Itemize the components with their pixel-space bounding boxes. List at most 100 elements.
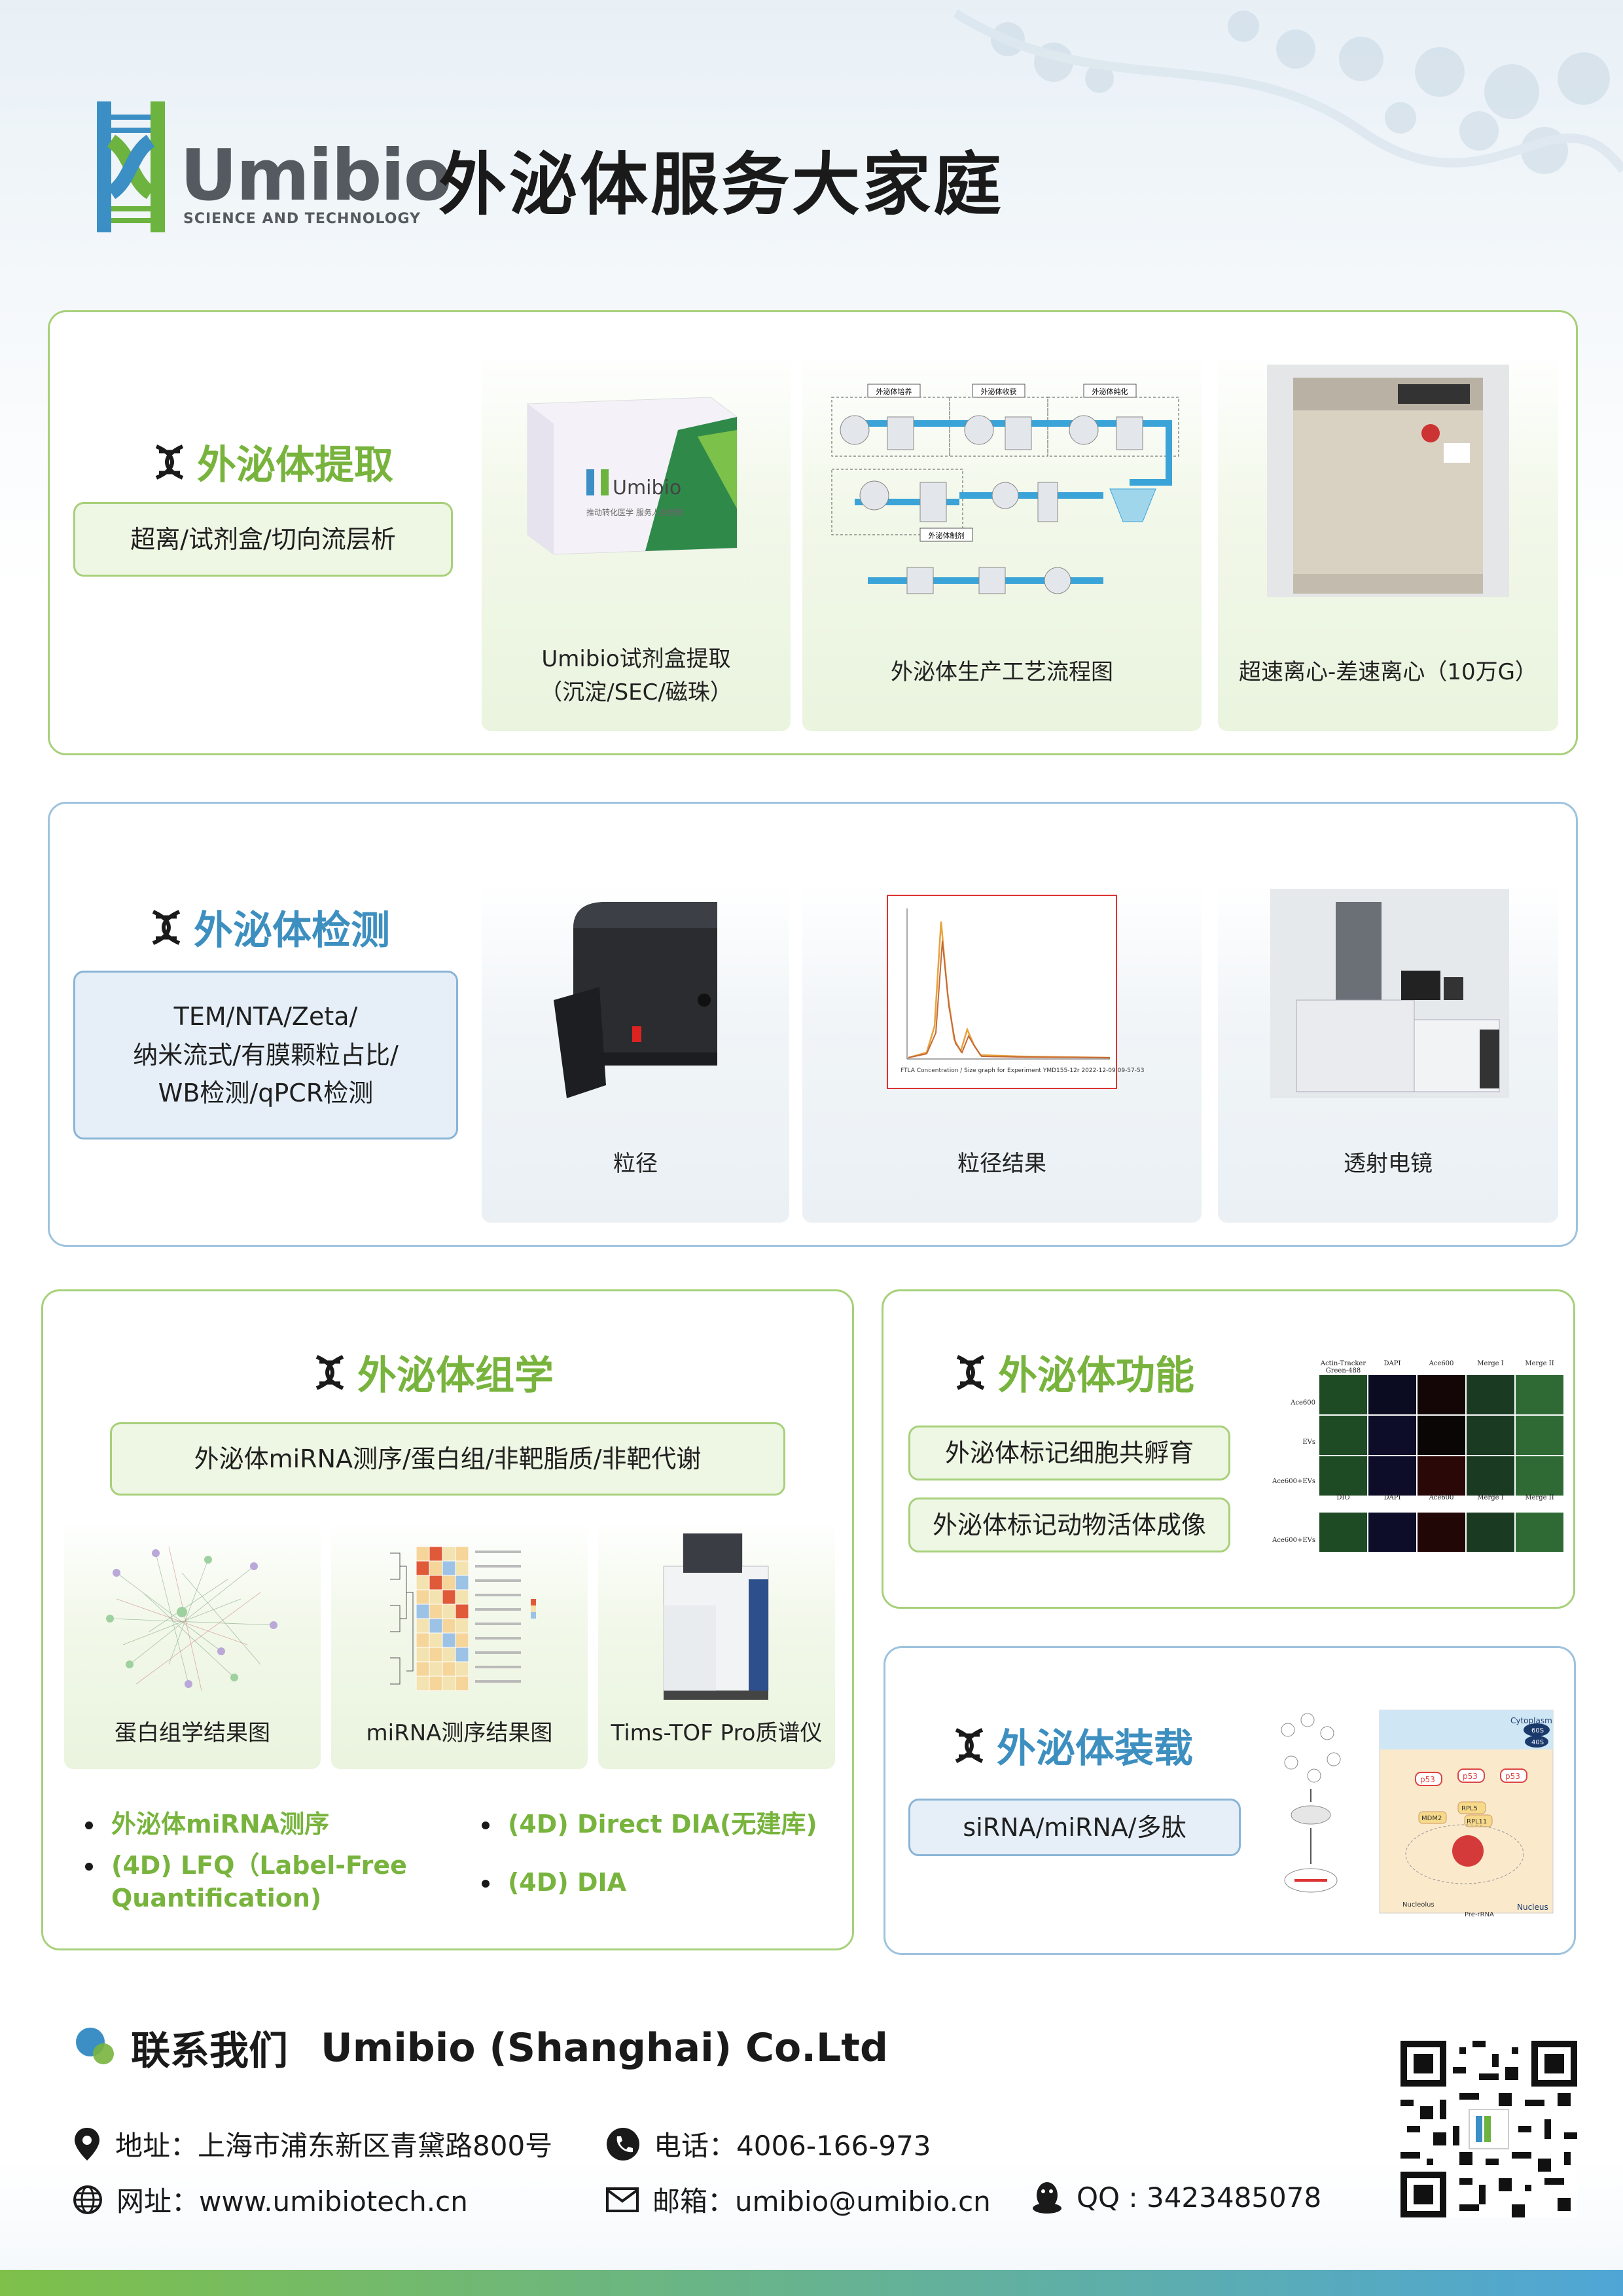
- bullet-direct-dia: (4D) Direct DIA(无建库): [482, 1808, 835, 1840]
- dna-icon: [155, 444, 184, 480]
- extraction-title: 外泌体提取: [197, 442, 393, 488]
- logo-subtitle: SCIENCE AND TECHNOLOGY: [183, 211, 421, 227]
- flowchart-caption: 外泌体生产工艺流程图: [891, 659, 1113, 685]
- function-panel: 外泌体功能 外泌体标记细胞共孵育 外泌体标记动物活体成像 Actin-Track…: [882, 1289, 1575, 1609]
- diagram-label: p53: [1420, 1775, 1435, 1784]
- diagram-label: RPL11: [1467, 1818, 1487, 1825]
- loading-mechanism-diagram: Cytoplasm Nucleus p53 p53 p53 MDM2 RPL5 …: [1281, 1710, 1554, 1918]
- umibio-logo-mark: [97, 101, 165, 232]
- mass-spec-card: Tims-TOF Pro质谱仪: [598, 1520, 835, 1769]
- size-distribution-plot-image: FTLA Concentration / Size graph for Expe…: [887, 895, 1144, 1089]
- location-pin-icon: [75, 2127, 99, 2161]
- tem-caption: 透射电镜: [1344, 1151, 1433, 1177]
- diagram-label: p53: [1505, 1772, 1520, 1781]
- grid-header: Merge I: [1477, 1360, 1504, 1367]
- globe-icon: [73, 2185, 102, 2214]
- function-coincubation-pill: 外泌体标记细胞共孵育: [908, 1426, 1230, 1480]
- mass-spec-caption: Tims-TOF Pro质谱仪: [611, 1720, 823, 1746]
- diagram-label: Nucleolus: [1402, 1901, 1435, 1909]
- dna-icon: [315, 1354, 344, 1390]
- nta-instrument-card: 粒径: [482, 882, 789, 1223]
- grid-header: Merge II: [1525, 1494, 1554, 1501]
- dna-icon: [152, 909, 181, 945]
- flow-label-culture: 外泌体培养: [876, 387, 912, 396]
- ultracentrifuge-image: [1267, 365, 1509, 597]
- proteomics-card: 蛋白组学结果图: [64, 1520, 321, 1769]
- grid-header: DIO: [1336, 1494, 1350, 1501]
- flowchart-card: 外泌体培养 外泌体收获 外泌体纯化 外泌体制剂 外泌体生产工艺流程图: [802, 351, 1202, 731]
- diagram-label: p53: [1463, 1772, 1478, 1781]
- function-heading: 外泌体功能: [952, 1344, 1194, 1401]
- loading-panel: 外泌体装载 siRNA/miRNA/多肽 Cytoplasm Nucleus p…: [883, 1646, 1576, 1955]
- phone-text: 电话：4006-166-973: [654, 2130, 931, 2162]
- nta-instrument-image: [554, 902, 717, 1098]
- extraction-panel: 外泌体提取 超离/试剂盒/切向流层析 Umibio 推动转化医学 服务人类健康 …: [48, 310, 1578, 755]
- page-title: 外泌体服务大家庭: [438, 145, 1005, 224]
- logo-wordmark: Umibio: [180, 135, 452, 217]
- detection-panel: 外泌体检测 TEM/NTA/Zeta/ 纳米流式/有膜颗粒占比/ WB检测/qP…: [48, 802, 1578, 1247]
- plot-footer: FTLA Concentration / Size graph for Expe…: [901, 1067, 1144, 1074]
- fluorescence-grid-image: Actin-Tracker Green-488 DAPI Ace600 Merg…: [1263, 1360, 1565, 1556]
- proteomics-caption: 蛋白组学结果图: [115, 1720, 270, 1746]
- diagram-label: Pre-rRNA: [1465, 1911, 1494, 1918]
- diagram-label: 40S: [1531, 1739, 1544, 1746]
- phone-row: 电话：4006-166-973: [605, 2124, 931, 2164]
- website-link[interactable]: 网址：www.umibiotech.cn: [116, 2185, 468, 2217]
- diagram-label: MDM2: [1421, 1815, 1442, 1822]
- bullet-lfq: (4D) LFQ（Label-Free Quantification): [85, 1850, 452, 1914]
- kit-box-image: Umibio 推动转化医学 服务人类健康: [527, 397, 738, 555]
- grid-header: Merge II: [1525, 1360, 1554, 1367]
- nta-caption: 粒径: [613, 1151, 658, 1177]
- grid-header: Ace600: [1429, 1494, 1454, 1501]
- dna-background-decoration: [953, 9, 1623, 174]
- grid-row-label: EVs: [1302, 1439, 1315, 1446]
- grid-header: Actin-Tracker Green-488: [1320, 1360, 1366, 1374]
- contact-bubble-icon: [76, 2027, 114, 2064]
- bullet-dia: (4D) DIA: [482, 1867, 835, 1899]
- address-text: 地址：上海市浦东新区青黛路800号: [115, 2130, 553, 2162]
- loading-cargo-pill: siRNA/miRNA/多肽: [908, 1799, 1241, 1856]
- footer-color-bar: [0, 2270, 1623, 2296]
- omics-heading: 外泌体组学: [312, 1344, 554, 1401]
- loading-heading: 外泌体装载: [951, 1717, 1193, 1774]
- dna-icon: [955, 1727, 984, 1763]
- size-result-card: FTLA Concentration / Size graph for Expe…: [802, 882, 1202, 1223]
- grid-row-label: Ace600+EVs: [1272, 1478, 1315, 1485]
- omics-methods-pill: 外泌体miRNA测序/蛋白组/非靶脂质/非靶代谢: [110, 1422, 785, 1496]
- grid-header: Ace600: [1429, 1360, 1454, 1367]
- address-row: 地址：上海市浦东新区青黛路800号: [72, 2124, 552, 2164]
- process-flowchart-image: 外泌体培养 外泌体收获 外泌体纯化 外泌体制剂: [831, 384, 1179, 594]
- centrifuge-caption: 超速离心-差速离心（10万G）: [1239, 659, 1537, 685]
- size-result-caption: 粒径结果: [957, 1151, 1046, 1177]
- mail-icon: [606, 2187, 639, 2212]
- grid-row-label: Ace600+EVs: [1272, 1537, 1315, 1544]
- flow-label-formulation: 外泌体制剂: [929, 531, 965, 540]
- tem-microscope-image: [1270, 889, 1509, 1098]
- diagram-label: 60S: [1531, 1727, 1544, 1734]
- omics-title: 外泌体组学: [357, 1353, 554, 1399]
- grid-header: Merge I: [1477, 1494, 1504, 1501]
- bullet-mirna-seq: 外泌体miRNA测序: [85, 1808, 452, 1840]
- mirna-caption: miRNA测序结果图: [366, 1720, 553, 1746]
- flow-label-purify: 外泌体纯化: [1092, 387, 1128, 396]
- grid-header: DAPI: [1383, 1494, 1401, 1501]
- website-row: 网址：www.umibiotech.cn: [72, 2179, 468, 2219]
- mirna-heatmap-image: [390, 1546, 536, 1691]
- email-link[interactable]: 邮箱：umibio@umibio.cn: [652, 2185, 991, 2217]
- kit-box-tagline: 推动转化医学 服务人类健康: [586, 507, 683, 517]
- company-name: Umibio (Shanghai) Co.Ltd: [321, 2024, 888, 2071]
- omics-bullets-left: 外泌体miRNA测序 (4D) LFQ（Label-Free Quantific…: [85, 1808, 452, 1924]
- tem-card: 透射电镜: [1218, 882, 1558, 1223]
- detection-methods-pill: TEM/NTA/Zeta/ 纳米流式/有膜颗粒占比/ WB检测/qPCR检测: [73, 971, 458, 1139]
- contact-heading: 联系我们 Umibio (Shanghai) Co.Ltd: [72, 2019, 888, 2076]
- dna-icon: [956, 1354, 985, 1390]
- qr-code[interactable]: [1400, 2041, 1577, 2217]
- function-title: 外泌体功能: [998, 1353, 1194, 1399]
- kit-card: Umibio 推动转化医学 服务人类健康 Umibio试剂盒提取 （沉淀/SEC…: [482, 351, 791, 731]
- flow-label-harvest: 外泌体收获: [981, 387, 1017, 396]
- kit-caption: Umibio试剂盒提取 （沉淀/SEC/磁珠）: [540, 646, 732, 706]
- omics-bullets-right: (4D) Direct DIA(无建库) (4D) DIA: [482, 1808, 835, 1909]
- diagram-label: Cytoplasm: [1510, 1716, 1552, 1725]
- qq-row: QQ : 3423485078: [1031, 2179, 1321, 2215]
- qq-penguin-icon: [1033, 2182, 1061, 2214]
